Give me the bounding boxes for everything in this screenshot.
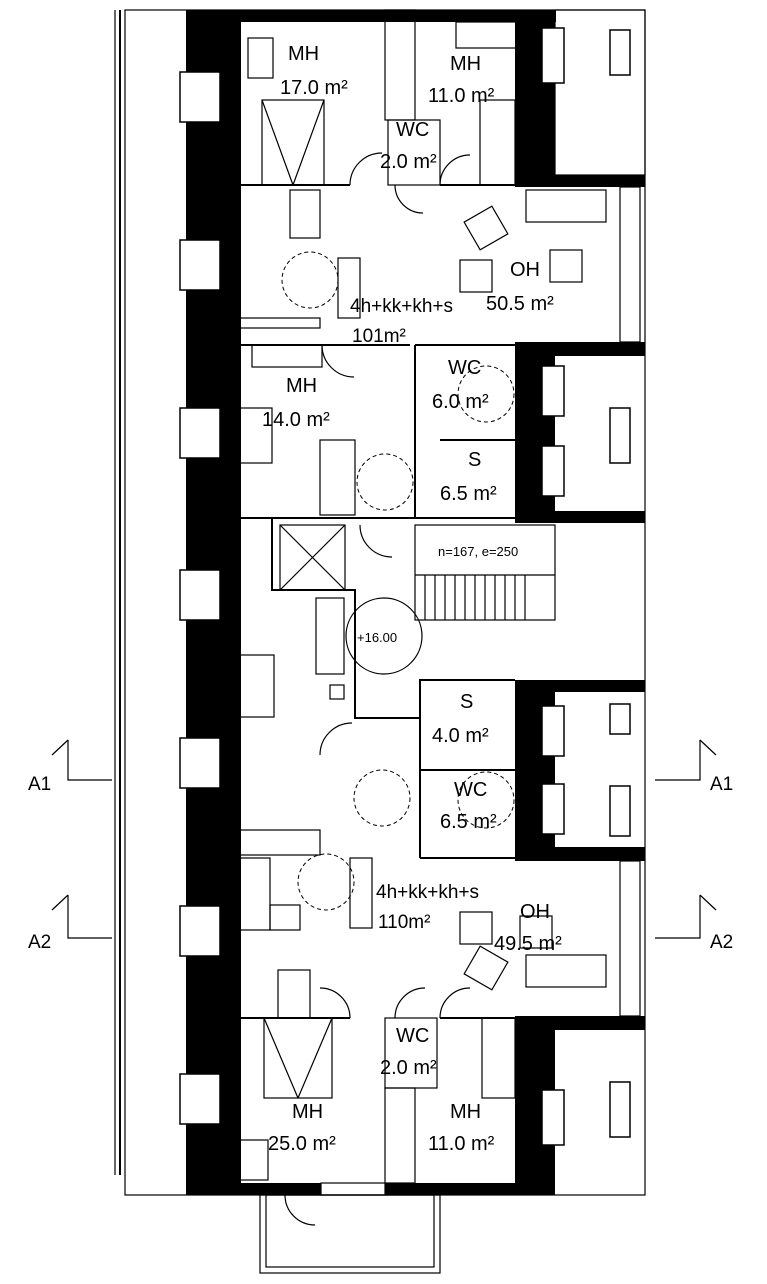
doors [284, 152, 471, 1226]
room-name-wc-top: WC [396, 119, 429, 141]
top-wall [236, 10, 645, 187]
room-name-s-mid: S [468, 449, 481, 471]
level-label: +16.00 [357, 630, 397, 645]
room-name-s-low: S [460, 691, 473, 713]
apartment-area-lower: 110m² [378, 912, 430, 933]
stairwell [279, 524, 556, 675]
room-area-s-mid: 6.5 m² [440, 483, 497, 505]
room-area-mh-top-left: 17.0 m² [280, 77, 348, 99]
apartment-type-upper: 4h+kk+kh+s [350, 296, 453, 317]
room-area-oh-top: 50.5 m² [486, 293, 554, 315]
room-name-mh-bottom-right: MH [450, 1101, 481, 1123]
section-labels: A1 A1 A2 A2 [28, 774, 733, 953]
left-windows [179, 71, 221, 1125]
section-label-a2-left: A2 [28, 932, 51, 953]
room-name-wc-low: WC [454, 779, 487, 801]
room-name-mh-bottom-left: MH [292, 1101, 323, 1123]
room-area-mh-bottom-left: 25.0 m² [268, 1133, 336, 1155]
bottom-wall [236, 1182, 555, 1274]
room-area-s-low: 4.0 m² [432, 725, 489, 747]
room-labels: MH 17.0 m² MH 11.0 m² WC 2.0 m² OH 50.5 … [262, 43, 562, 1155]
section-label-a1-left: A1 [28, 774, 51, 795]
room-area-mh-bottom-right: 11.0 m² [428, 1133, 495, 1155]
stair-label: n=167, e=250 [438, 544, 518, 559]
room-name-wc-bottom: WC [396, 1025, 429, 1047]
room-area-mh-top-right: 11.0 m² [428, 85, 495, 107]
section-label-a1-right: A1 [710, 774, 733, 795]
section-markers [51, 739, 717, 939]
room-name-mh-top-left: MH [288, 43, 319, 65]
room-area-wc-mid: 6.0 m² [432, 391, 489, 413]
room-area-wc-top: 2.0 m² [380, 151, 437, 173]
interior-walls [240, 9, 560, 1184]
section-label-a2-right: A2 [710, 932, 733, 953]
room-area-wc-bottom: 2.0 m² [380, 1057, 437, 1079]
room-area-oh-low: 49.5 m² [494, 933, 562, 955]
room-name-oh-low: OH [520, 901, 550, 923]
apartment-area-upper: 101m² [352, 326, 406, 347]
room-area-wc-low: 6.5 m² [440, 811, 497, 833]
apartment-type-lower: 4h+kk+kh+s [376, 882, 479, 903]
room-name-mh-mid: MH [286, 375, 317, 397]
room-name-mh-top-right: MH [450, 53, 481, 75]
furniture [239, 21, 607, 1181]
room-name-wc-mid: WC [448, 357, 481, 379]
right-balconies [515, 9, 646, 1195]
room-name-oh-top: OH [510, 259, 540, 281]
room-area-mh-mid: 14.0 m² [262, 409, 330, 431]
